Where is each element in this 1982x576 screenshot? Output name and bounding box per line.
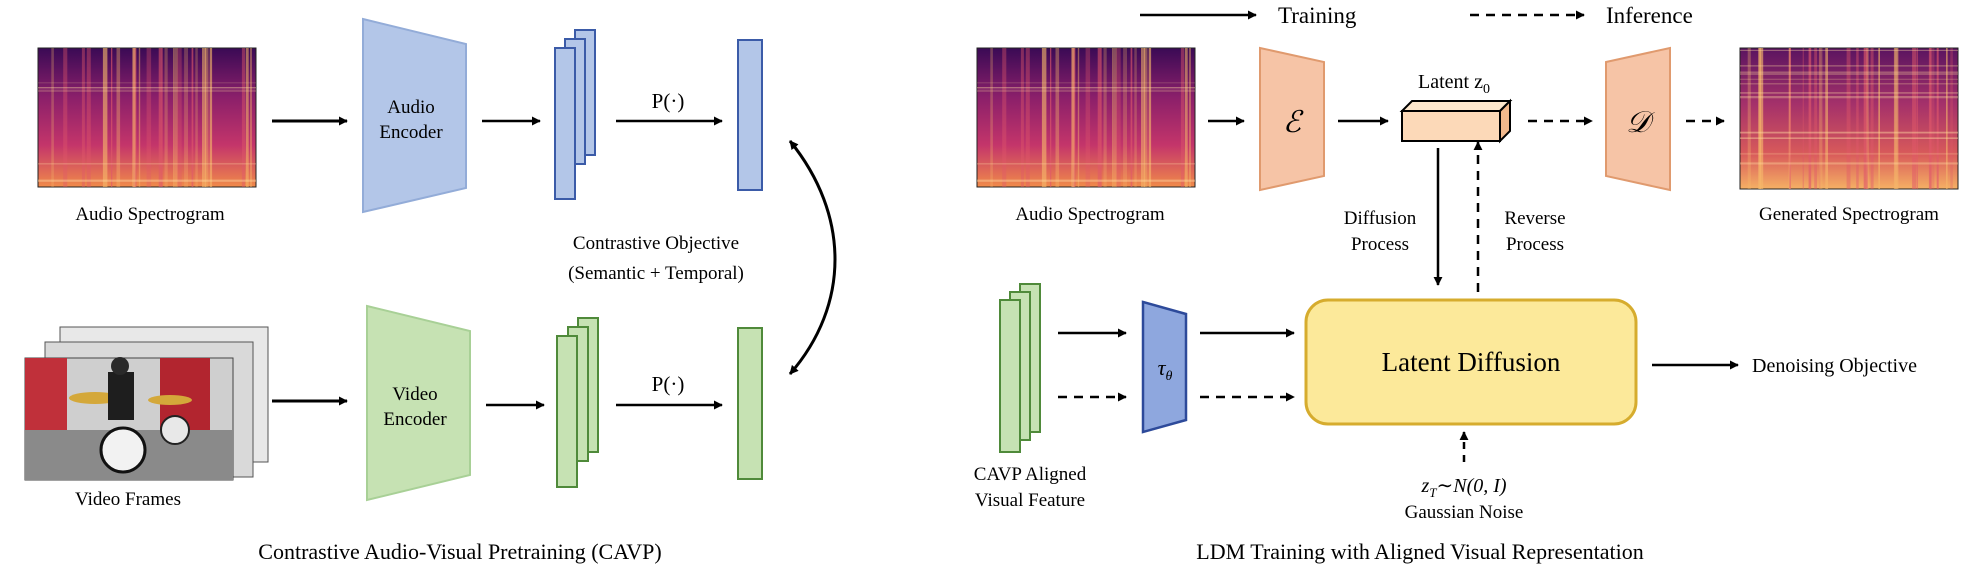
reverse-process-label-1: Reverse [1504, 208, 1565, 229]
video-frames [24, 326, 269, 481]
video-feature-stack [556, 317, 599, 488]
audio-spectrogram-label: Audio Spectrogram [75, 204, 225, 225]
audio-feature-stack [554, 29, 596, 200]
audio-spectrogram-right [976, 47, 1196, 188]
vae-encoder [1259, 46, 1325, 192]
generated-spectrogram-label: Generated Spectrogram [1759, 204, 1939, 225]
vae-decoder [1605, 46, 1671, 192]
audio-projection-label: P(·) [652, 89, 685, 113]
gaussian-noise-label: Gaussian Noise [1405, 502, 1524, 523]
audio-encoder-label-1: Audio [387, 97, 435, 118]
latent-diffusion-label: Latent Diffusion [1382, 347, 1561, 377]
cavp-feature-stack [999, 283, 1041, 453]
latent-diffusion-block [1304, 298, 1638, 426]
latent-z0 [1399, 98, 1513, 144]
right-caption: LDM Training with Aligned Visual Represe… [1196, 539, 1643, 564]
cavp-feature-label-1: CAVP Aligned [974, 464, 1087, 485]
latent-label: Latent z0 [1418, 71, 1490, 97]
audio-embedding [737, 39, 763, 191]
audio-encoder-label-2: Encoder [379, 122, 443, 143]
contrastive-objective-line-1: Contrastive Objective [573, 233, 739, 254]
video-encoder [366, 304, 471, 502]
legend-training-label: Training [1278, 3, 1357, 28]
video-frame-front [24, 357, 234, 481]
contrastive-objective-line-2: (Semantic + Temporal) [568, 263, 744, 284]
video-embedding [737, 327, 763, 480]
diffusion-process-label-2: Process [1351, 234, 1409, 255]
noise-formula: zT∼N(0, I) [1420, 475, 1506, 500]
legend-inference-label: Inference [1606, 3, 1693, 28]
video-encoder-label-1: Video [392, 384, 437, 405]
audio-encoder [362, 17, 467, 214]
cavp-feature-label-2: Visual Feature [975, 490, 1085, 511]
generated-spectrogram [1739, 47, 1959, 190]
contrastive-arrow [788, 140, 837, 375]
denoising-objective-label: Denoising Objective [1752, 355, 1917, 377]
video-encoder-label-2: Encoder [383, 409, 447, 430]
tau-projector [1141, 300, 1188, 434]
left-caption: Contrastive Audio-Visual Pretraining (CA… [258, 539, 661, 564]
reverse-process-label-2: Process [1506, 234, 1564, 255]
video-projection-label: P(·) [652, 372, 685, 396]
audio-spectrogram-left [37, 47, 257, 188]
tau-symbol: τθ [1158, 355, 1173, 384]
audio-spectrogram-right-label: Audio Spectrogram [1015, 204, 1165, 225]
diffusion-process-label-1: Diffusion [1344, 208, 1417, 229]
encoder-symbol: ℰ [1283, 106, 1304, 139]
legend: Training Inference [1140, 3, 1693, 28]
video-frames-label: Video Frames [75, 489, 181, 510]
